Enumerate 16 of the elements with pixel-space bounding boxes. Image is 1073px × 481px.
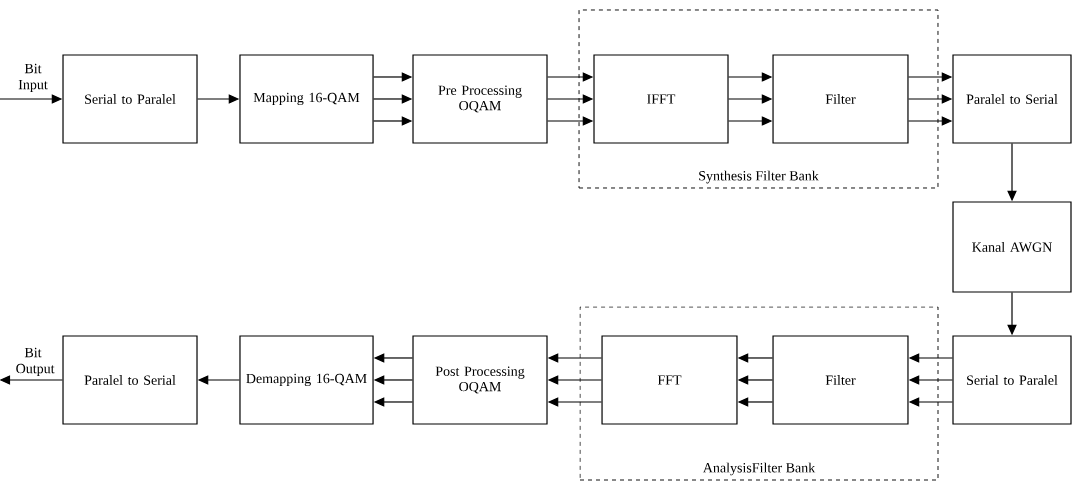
process-box: Paralel to Serial xyxy=(62,335,198,425)
io-label: Bit Input xyxy=(18,63,48,93)
process-box: FFT xyxy=(601,335,738,425)
process-box: Filter xyxy=(772,54,909,144)
arrow xyxy=(0,375,63,385)
io-label: Bit Output xyxy=(16,347,55,377)
process-box: Filter xyxy=(772,335,909,425)
process-box: Paralel to Serial xyxy=(952,54,1072,144)
process-box: Kanal AWGN xyxy=(952,201,1072,293)
process-box: Serial to Paralel xyxy=(952,335,1072,425)
process-box: IFFT xyxy=(593,54,729,144)
process-box: Post Processing OQAM xyxy=(412,335,548,425)
process-box: Demapping 16-QAM xyxy=(239,335,374,425)
process-box: Pre Processing OQAM xyxy=(412,54,548,144)
process-box: Serial to Paralel xyxy=(62,54,198,144)
process-box: Mapping 16-QAM xyxy=(239,54,374,144)
